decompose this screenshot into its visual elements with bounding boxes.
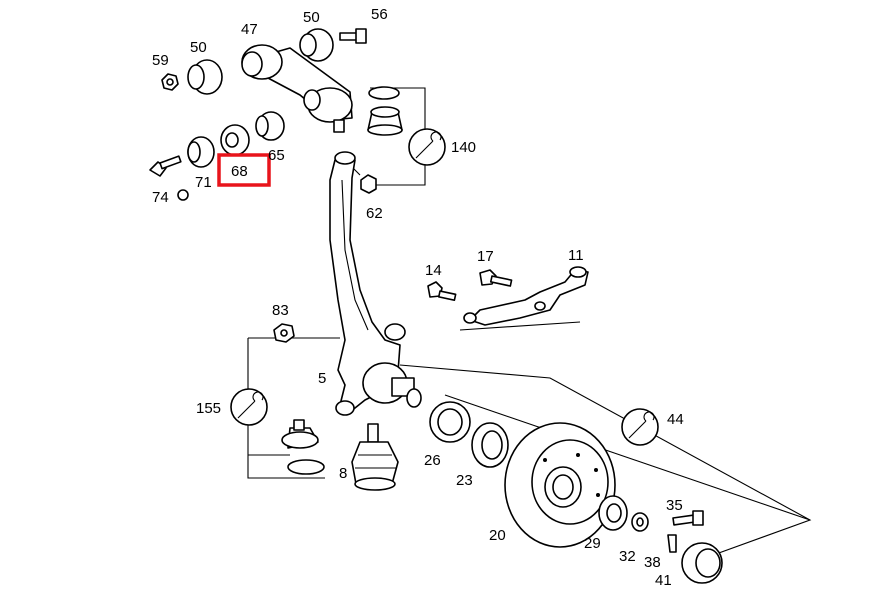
bearing-29 <box>598 495 628 531</box>
callout-20[interactable]: 20 <box>489 527 506 544</box>
wrench-icon[interactable] <box>621 408 659 446</box>
ball-joint-8 <box>351 423 399 491</box>
bearing-23 <box>471 422 509 468</box>
highlight-box <box>217 153 271 187</box>
steering-arm-11 <box>463 266 589 326</box>
nut-83 <box>273 323 295 343</box>
callout-41[interactable]: 41 <box>655 572 672 589</box>
leader-lines <box>247 87 812 559</box>
bolt-35 <box>672 510 704 526</box>
bushing-65 <box>255 111 285 141</box>
bolt-14 <box>427 281 457 301</box>
callout-17[interactable]: 17 <box>477 248 494 265</box>
callout-23[interactable]: 23 <box>456 472 473 489</box>
callout-59[interactable]: 59 <box>152 52 169 69</box>
washer-32 <box>631 512 649 532</box>
bushing-50-top <box>299 28 334 62</box>
wrench-icon[interactable] <box>230 388 268 426</box>
bushing-50-left <box>187 59 223 95</box>
wrench-icon[interactable] <box>408 128 446 166</box>
upper-control-arm <box>241 44 353 133</box>
callout-140[interactable]: 140 <box>451 139 476 156</box>
callout-50-left[interactable]: 50 <box>190 39 207 56</box>
callout-74[interactable]: 74 <box>152 189 169 206</box>
callout-71[interactable]: 71 <box>195 174 212 191</box>
callout-8[interactable]: 8 <box>339 465 347 482</box>
washer-68 <box>220 124 250 156</box>
callout-68[interactable]: 68 <box>231 163 248 180</box>
brake-rotor-20 <box>504 422 616 548</box>
nut-59 <box>161 73 179 91</box>
callout-62[interactable]: 62 <box>366 205 383 222</box>
bolt-74 <box>149 155 189 201</box>
callout-47[interactable]: 47 <box>241 21 258 38</box>
callout-38[interactable]: 38 <box>644 554 661 571</box>
callout-155[interactable]: 155 <box>196 400 221 417</box>
nut-62 <box>360 174 377 194</box>
bolt-17 <box>479 269 513 287</box>
callout-56[interactable]: 56 <box>371 6 388 23</box>
bolt-56 <box>339 28 367 44</box>
callout-44[interactable]: 44 <box>667 411 684 428</box>
ball-joint-cap <box>367 86 403 136</box>
pin-38 <box>667 534 677 553</box>
callout-83[interactable]: 83 <box>272 302 289 319</box>
callout-29[interactable]: 29 <box>584 535 601 552</box>
callout-5[interactable]: 5 <box>318 370 326 387</box>
callout-32[interactable]: 32 <box>619 548 636 565</box>
seal-26 <box>429 401 471 443</box>
callout-11[interactable]: 11 <box>568 247 584 264</box>
callout-65[interactable]: 65 <box>268 147 285 164</box>
hub-cap-41 <box>681 542 723 584</box>
callout-50-top[interactable]: 50 <box>303 9 320 26</box>
callout-labels: 47 50 56 59 50 65 140 71 68 74 62 17 11 … <box>152 6 684 589</box>
steering-knuckle-5 <box>329 151 422 416</box>
bushing-71 <box>187 136 215 168</box>
seal-ring <box>287 459 325 475</box>
boot-cap <box>281 419 319 449</box>
callout-26[interactable]: 26 <box>424 452 441 469</box>
callout-14[interactable]: 14 <box>425 262 442 279</box>
callout-35[interactable]: 35 <box>666 497 683 514</box>
